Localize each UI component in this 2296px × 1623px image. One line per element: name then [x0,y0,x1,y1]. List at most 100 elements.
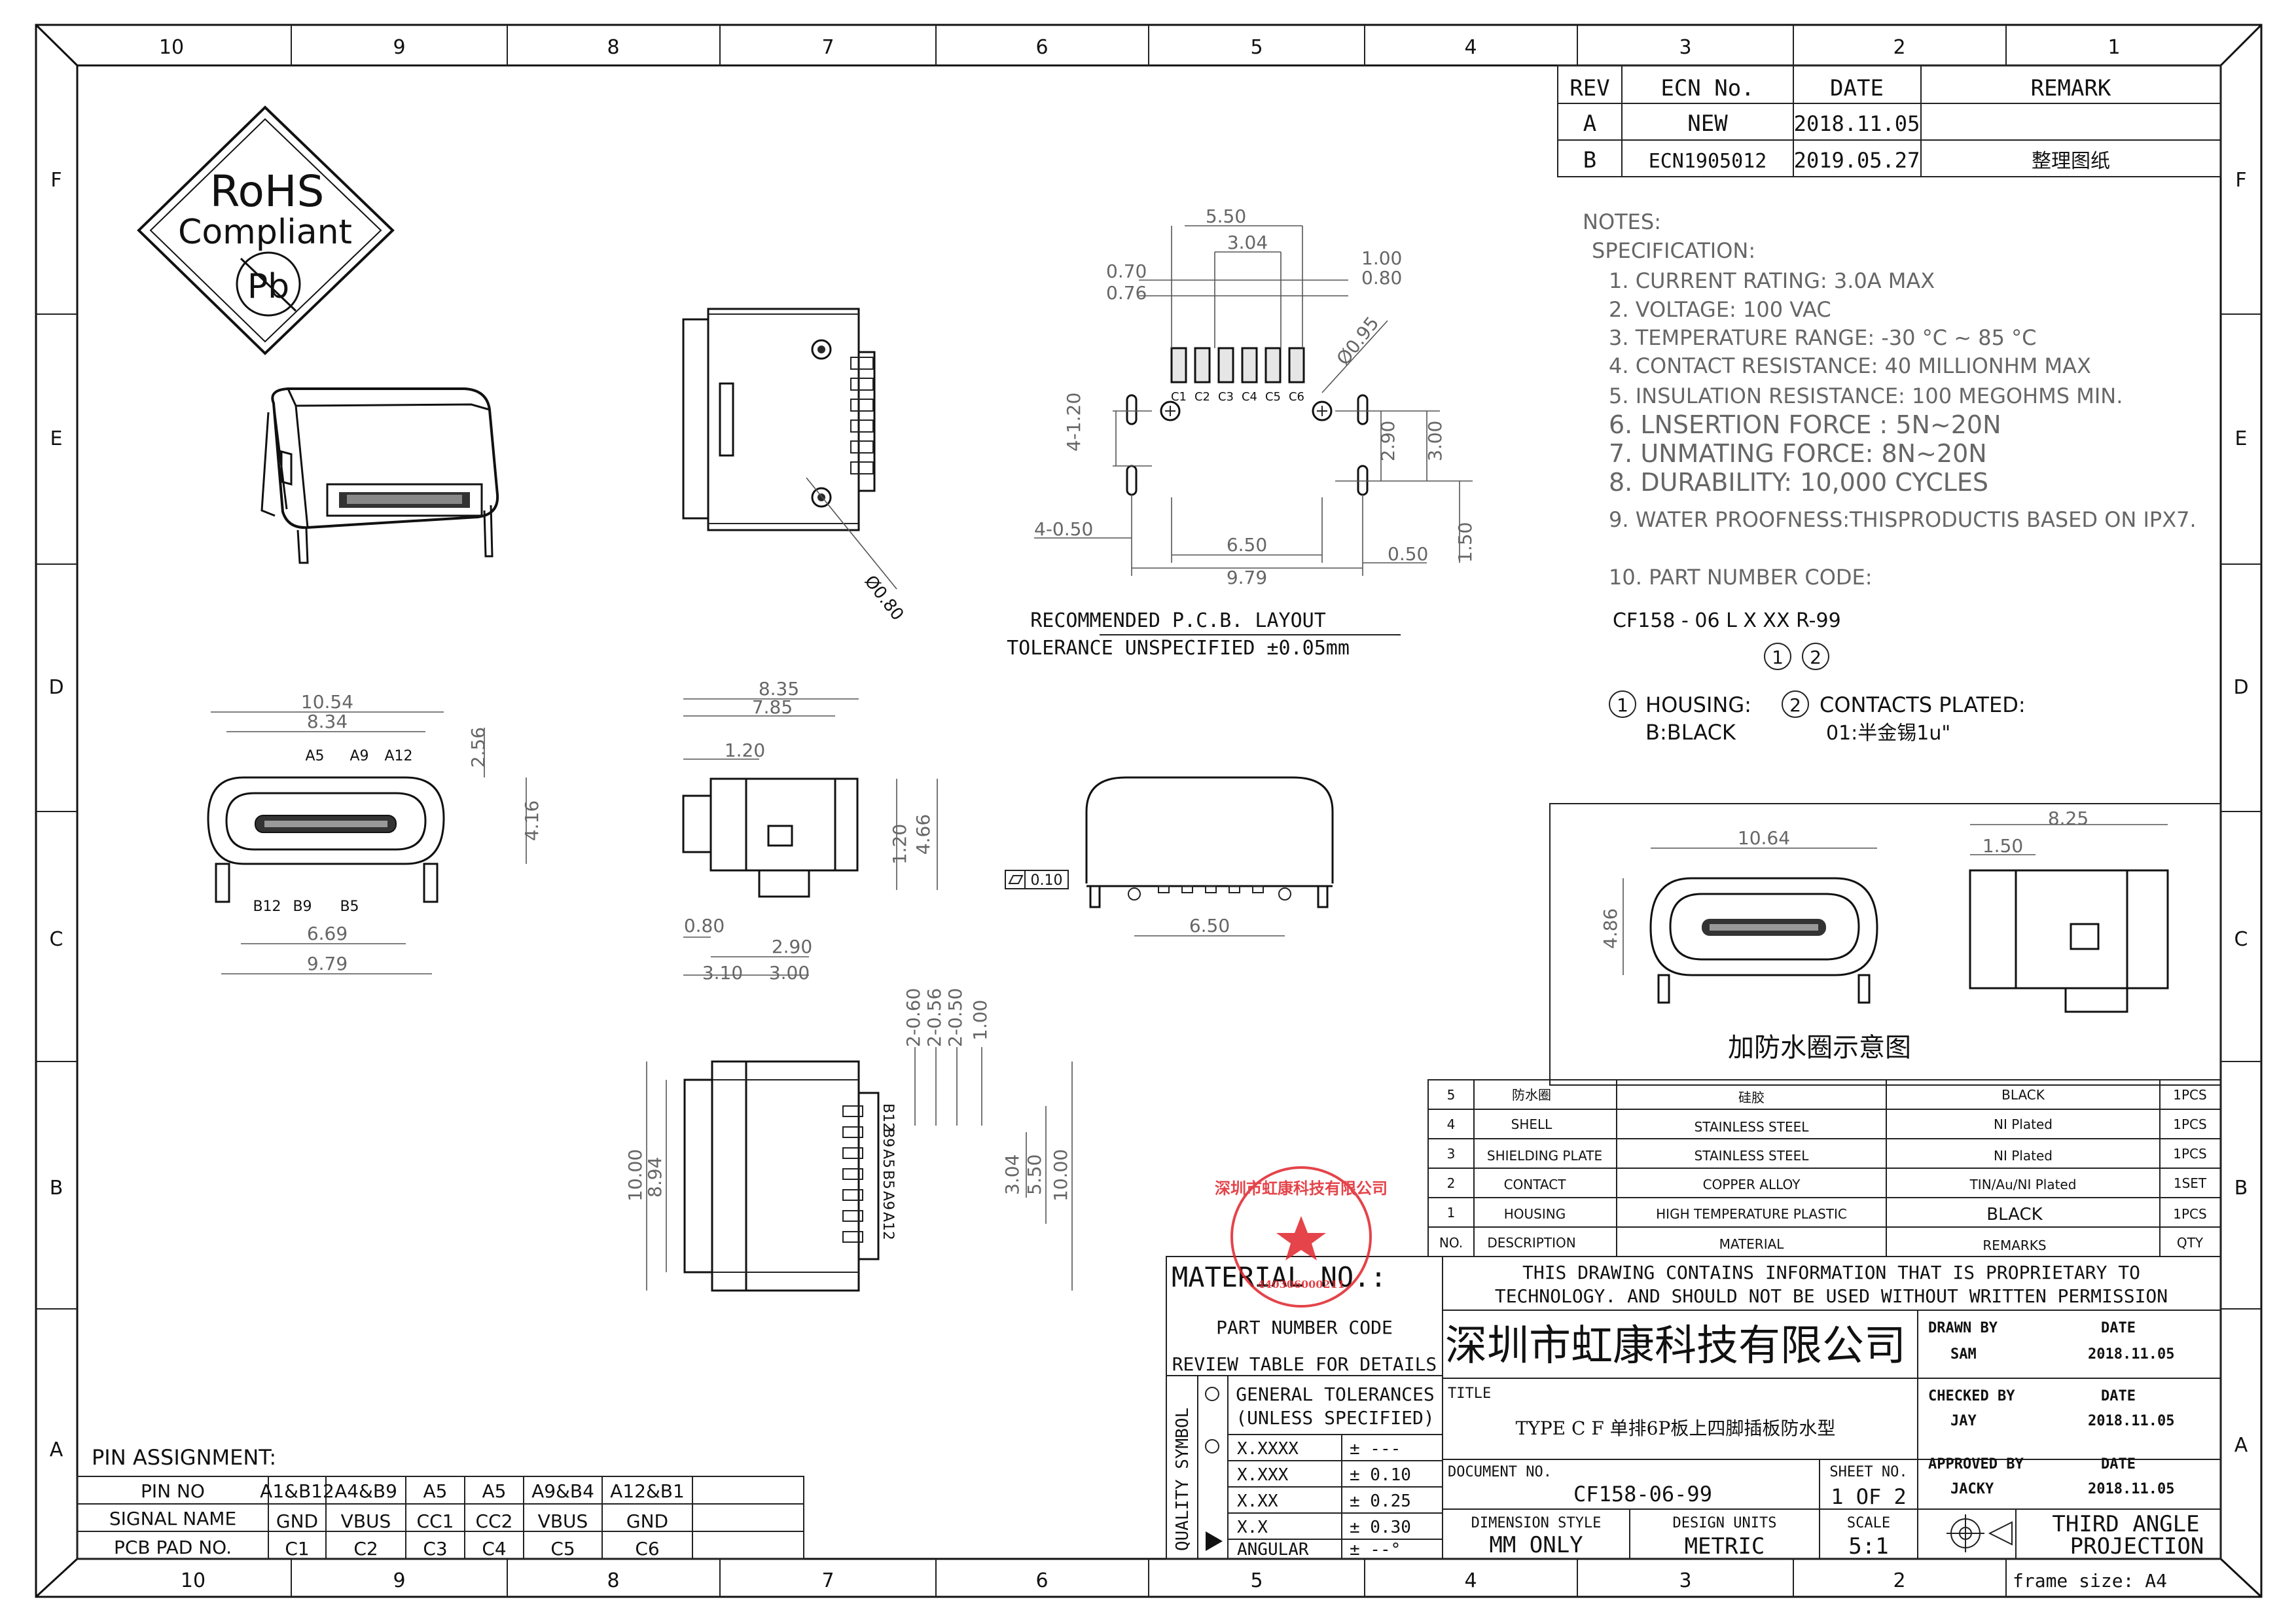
pin-cell: C1 [285,1538,309,1560]
notes: NOTES: SPECIFICATION: 1. CURRENT RATING:… [1583,209,2197,590]
rev-header: DATE [1830,75,1884,101]
col-label: 3 [1679,36,1691,59]
dim-label: 3.04 [1001,1154,1023,1195]
approved-by-label: APPROVED BY [1928,1456,2024,1472]
note-item: 10. PART NUMBER CODE: [1609,565,1873,590]
doc-no-label: DOCUMENT NO. [1448,1464,1552,1480]
pad-label: C2 [1194,390,1210,404]
bom-cell: SHIELDING PLATE [1487,1148,1602,1164]
pin-label: B5 [880,1170,896,1189]
note-item: 5. INSULATION RESISTANCE: 100 MEGOHMS MI… [1609,383,2123,408]
pin-label: B9 [293,899,312,915]
row-label: A [2234,1434,2248,1457]
drawn-date: 2018.11.05 [2088,1346,2174,1363]
pin-assignment-title: PIN ASSIGNMENT: [92,1445,276,1470]
dim-label: 0.50 [1388,543,1428,565]
company-name: 深圳市虹康科技有限公司 [1445,1322,1906,1370]
front-view: A5 A9 A12 B12 B9 B5 10.54 8.34 6.69 9.79… [207,691,543,974]
dim-label: 1.50 [1454,522,1476,563]
review-table: REVIEW TABLE FOR DETAILS [1172,1353,1437,1375]
part-code-text: CF158 - 06 L X XX R-99 [1613,609,1841,632]
sheet-label: SHEET NO. [1829,1464,1907,1480]
pad-label: C6 [1289,390,1304,404]
col-label: 1 [2108,36,2120,59]
sheet-value: 1 OF 2 [1831,1484,1907,1509]
dim-label: 6.50 [1189,915,1230,936]
proprietary-line2: TECHNOLOGY. AND SHOULD NOT BE USED WITHO… [1495,1285,2168,1307]
contacts-value: 01:半金锡1u" [1826,722,1950,745]
flatness-value: 0.10 [1031,872,1063,889]
dim-label: 3.00 [1424,421,1446,461]
quality-symbol: QUALITY SYMBOL [1173,1408,1193,1551]
bom-cell: BLACK [2001,1087,2045,1103]
proprietary-line1: THIS DRAWING CONTAINS INFORMATION THAT I… [1522,1262,2140,1283]
title-block: MATERIAL NO.: PART NUMBER CODE REVIEW TA… [1166,1256,2221,1560]
part-number-code: PART NUMBER CODE [1216,1317,1393,1338]
pin-label: A5 [305,748,324,764]
bom-cell: 硅胶 [1738,1090,1765,1105]
dim-label: 9.79 [1227,567,1267,588]
col-label: 4 [1464,1569,1477,1592]
dim-label: 4-0.50 [1034,518,1093,540]
dim-style-value: MM ONLY [1489,1532,1583,1558]
scale-value: 5:1 [1848,1533,1888,1560]
pcb-layout: C1 C2 C3 C4 C5 C6 5.50 [1007,205,1476,660]
pin-cell: C4 [482,1538,506,1560]
dim-label: 0.70 [1106,260,1147,282]
rev-cell: 2019.05.27 [1794,148,1920,173]
dim-label: 9.79 [307,953,348,974]
bom-cell: COPPER ALLOY [1703,1177,1801,1192]
note-item: 2. VOLTAGE: 100 VAC [1609,297,1831,322]
dim-label: 2.90 [1377,421,1399,461]
dim-label: 3.04 [1227,232,1268,253]
drawn-name: SAM [1950,1346,1977,1363]
pin-label: A9 [880,1191,896,1210]
row-label: C [50,928,63,951]
row-label: D [48,676,63,699]
projection-symbol-icon [1946,1514,2013,1552]
dim-label: 2-0.56 [924,988,945,1047]
title-value: TYPE C F 单排6P板上四脚插板防水型 [1516,1418,1836,1439]
dim-label: 6.69 [307,923,348,944]
company-seal: 深圳市虹康科技有限公司 440306000211 [1215,1166,1388,1308]
pin-label: A5 [880,1149,896,1168]
bom-cell: CONTACT [1504,1177,1567,1192]
dim-label: 1.00 [1361,247,1402,269]
tol-value: ± 0.30 [1350,1518,1411,1537]
pcb-tolerance: TOLERANCE UNSPECIFIED ±0.05mm [1007,637,1350,660]
col-label: 3 [1679,1569,1691,1592]
design-units-label: DESIGN UNITS [1673,1515,1777,1531]
design-units-value: METRIC [1685,1533,1765,1560]
projection-line2: PROJECTION [2070,1533,2204,1560]
pin-cell: A5 [423,1480,448,1502]
pcb-pads [1170,347,1305,383]
checked-by-label: CHECKED BY [1928,1388,2015,1404]
col-label: 10 [159,36,184,59]
note-item: 1. CURRENT RATING: 3.0A MAX [1609,268,1935,293]
bom-header: NO. [1439,1235,1463,1251]
pin-label: B9 [880,1128,896,1147]
pin-cell: PIN NO [141,1480,205,1502]
tol-value: ± --- [1350,1439,1401,1459]
pin-cell: CC2 [476,1510,513,1532]
pad-label: C5 [1265,390,1281,404]
dim-label: 1.00 [969,1000,991,1041]
bom-cell: STAINLESS STEEL [1695,1148,1810,1164]
pin-cell: GND [626,1510,668,1532]
pin-cell: PCB PAD NO. [114,1537,232,1558]
dim-label: 4.66 [912,814,934,855]
code-circle-2: 2 [1810,647,1821,668]
dim-label: 1.50 [1982,835,2023,857]
note-item: 3. TEMPERATURE RANGE: -30 °C ~ 85 °C [1609,325,2036,350]
dim-label: 8.94 [644,1157,666,1198]
col-label: 8 [607,1569,619,1592]
col-label: 2 [1893,36,1905,59]
material-no: MATERIAL NO.: [1172,1261,1387,1293]
dim-label: 10.64 [1738,827,1790,849]
tol-label: X.XXXX [1237,1439,1299,1459]
pin-cell: VBUS [341,1510,391,1532]
tol-label: ANGULAR [1237,1540,1309,1560]
housing-value: B:BLACK [1645,720,1736,745]
waterproof-panel: 10.64 4.86 8.25 1.50 加防水圈示意图 [1549,803,2221,1086]
